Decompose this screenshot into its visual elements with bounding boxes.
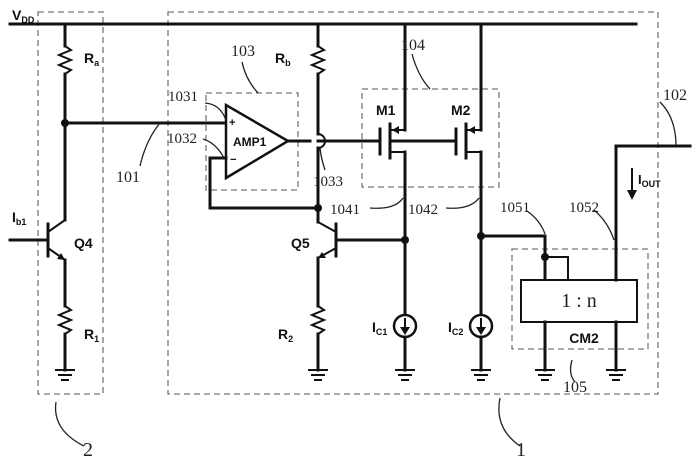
block-104-boundary	[361, 88, 500, 188]
ref-1032: 1032	[167, 131, 197, 147]
ref-block-2: 2	[83, 439, 93, 461]
label-ic2: IC2	[448, 319, 463, 337]
ref-1042: 1042	[408, 202, 438, 218]
label-ratio: 1 : n	[561, 290, 597, 312]
leader-101	[139, 122, 161, 167]
junction-1041	[401, 236, 409, 244]
wire-iout	[614, 144, 692, 282]
ref-1031: 1031	[168, 89, 198, 105]
current-source-ic2	[468, 313, 494, 381]
resistor-ra	[56, 22, 74, 125]
ref-103: 103	[231, 43, 255, 60]
label-r1: R1	[84, 326, 99, 344]
leader-1041	[369, 197, 404, 209]
leader-102	[659, 101, 677, 147]
label-m1: M1	[376, 102, 396, 118]
wire-amp1-feedback	[208, 156, 320, 210]
block-2-boundary	[37, 11, 104, 395]
label-q4: Q4	[74, 235, 93, 251]
wire-cm2-diode	[545, 256, 569, 280]
ref-1033: 1033	[313, 174, 343, 190]
leader-1033	[319, 147, 326, 171]
leader-block-2	[54, 401, 85, 447]
label-rb: Rb	[275, 50, 291, 68]
label-iout: IOUT	[638, 172, 661, 189]
leader-1031	[204, 102, 227, 121]
leader-block-1	[498, 397, 521, 447]
label-ic1: IC1	[372, 319, 387, 337]
ref-block-1: 1	[516, 439, 526, 461]
ground-symbol-q4	[55, 369, 75, 381]
ref-1052: 1052	[569, 200, 599, 216]
ref-1051: 1051	[500, 200, 530, 216]
wire-1051	[479, 234, 547, 259]
resistor-r1	[56, 258, 74, 372]
resistor-rb	[309, 22, 327, 136]
leader-105	[569, 359, 576, 383]
transistor-m1	[378, 22, 407, 318]
iout-arrow-icon	[627, 168, 637, 200]
label-amp1-minus: −	[230, 154, 236, 166]
leader-1032	[202, 138, 225, 159]
label-ra: Ra	[84, 50, 100, 68]
label-vdd: VDD	[12, 7, 35, 25]
label-amp1-plus: +	[229, 117, 235, 129]
ref-1041: 1041	[330, 202, 360, 218]
leader-103	[241, 61, 259, 94]
block-105-boundary	[511, 248, 649, 350]
current-mirror-cm2-box	[520, 279, 638, 323]
ground-symbol-cm2-left	[535, 369, 555, 381]
ref-102: 102	[663, 87, 687, 104]
junction-q5-node	[314, 204, 322, 212]
leader-1052	[593, 209, 615, 241]
label-q5: Q5	[291, 235, 310, 251]
label-amp1: AMP1	[233, 135, 267, 149]
ground-symbol-q5	[308, 369, 328, 381]
leader-104	[411, 53, 431, 90]
label-r2: R2	[278, 326, 293, 344]
label-cm2: CM2	[569, 330, 599, 346]
transistor-q5	[317, 221, 338, 259]
amplifier-amp1	[224, 102, 291, 181]
transistor-m2	[454, 22, 483, 318]
leader-1042	[445, 197, 480, 209]
ref-101: 101	[116, 169, 140, 186]
transistor-q4	[46, 219, 66, 261]
ground-symbol-cm2-right	[606, 369, 626, 381]
leader-1051	[526, 210, 546, 235]
current-source-ic1	[392, 313, 418, 381]
label-ib1: Ib1	[12, 209, 26, 227]
block-1-boundary	[167, 11, 659, 395]
ref-104: 104	[401, 37, 425, 54]
label-m2: M2	[451, 102, 471, 118]
resistor-r2	[309, 256, 327, 372]
ref-105: 105	[563, 379, 587, 396]
